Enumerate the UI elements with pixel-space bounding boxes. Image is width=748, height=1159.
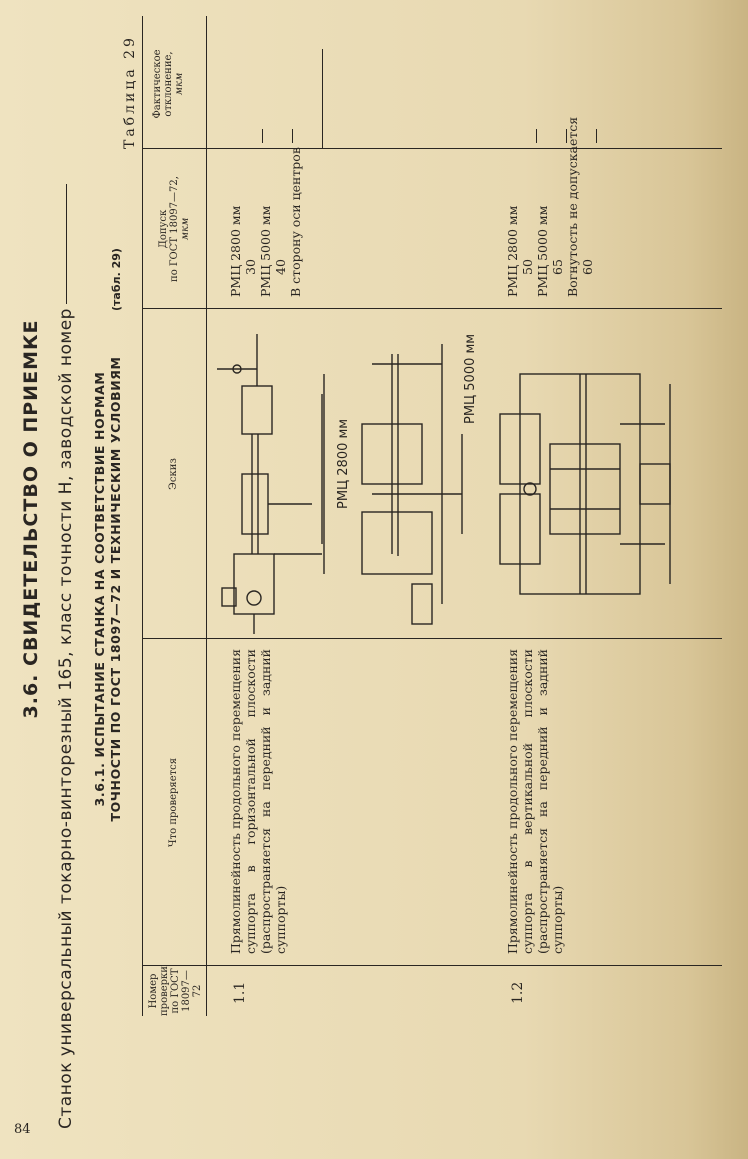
row-2-actual-mark-2 <box>566 129 567 143</box>
row-2-actual-mark-3 <box>596 129 597 143</box>
row-2-what: Прямолинейность продольного перемещения … <box>505 649 565 954</box>
row-1-actual-mark-1 <box>262 129 263 143</box>
header-sketch: Эскиз <box>168 458 179 490</box>
row-1-actual-rule <box>322 49 323 149</box>
row-1-what: Прямолинейность продольного перемещения … <box>228 649 288 954</box>
row-2-tolerance: РМЦ 2800 мм 50 РМЦ 5000 мм 65 Вогнутость… <box>505 116 595 297</box>
subsection-table-ref: (табл. 29) <box>110 248 123 311</box>
row-1-actual-mark-2 <box>292 129 293 143</box>
table-top-rule <box>142 16 143 1016</box>
subsection-title-line1: 3.6.1. ИСПЫТАНИЕ СТАНКА НА СООТВЕТСТВИЕ … <box>92 371 107 807</box>
header-tolerance: Допуск по ГОСТ 18097—72, мкм <box>158 176 191 282</box>
sketch-label-2800: РМЦ 2800 мм <box>336 419 351 509</box>
header-what: Что проверяется <box>168 757 179 848</box>
col-divider-4 <box>142 148 722 149</box>
subsection-title: 3.6.1. ИСПЫТАНИЕ СТАНКА НА СООТВЕТСТВИЕ … <box>92 319 124 859</box>
row-1-tolerance: РМЦ 2800 мм 30 РМЦ 5000 мм 40 В сторону … <box>228 147 303 297</box>
intro-text: Станок универсальный токарно-винторезный… <box>56 308 76 1129</box>
section-title: 3.6. СВИДЕТЕЛЬСТВО О ПРИЕМКЕ <box>20 319 42 719</box>
table-label: Таблица 29 <box>122 35 138 149</box>
row-2-number: 1.2 <box>510 981 526 1004</box>
sketch-1-1: РМЦ 2800 мм РМЦ 5000 мм <box>217 334 478 634</box>
sketch-label-5000: РМЦ 5000 мм <box>463 334 478 424</box>
sketch-1-2 <box>499 373 671 595</box>
row-1-number: 1.1 <box>232 981 248 1004</box>
header-actual: Фактическое отклонение, мкм <box>152 49 185 119</box>
row-2-actual-mark-1 <box>536 129 537 143</box>
subsection-title-line2: ТОЧНОСТИ ПО ГОСТ 18097—72 И ТЕХНИЧЕСКИМ … <box>108 356 123 822</box>
col-divider-2 <box>142 638 722 639</box>
header-number: Номер проверки по ГОСТ 18097—72 <box>148 966 203 1016</box>
serial-blank-line <box>65 184 67 305</box>
table-header-rule <box>206 16 207 1016</box>
intro-line: Станок универсальный токарно-винторезный… <box>56 49 76 1129</box>
col-divider-1 <box>142 965 722 966</box>
col-divider-3 <box>142 308 722 309</box>
page-number: 84 <box>14 1122 31 1137</box>
